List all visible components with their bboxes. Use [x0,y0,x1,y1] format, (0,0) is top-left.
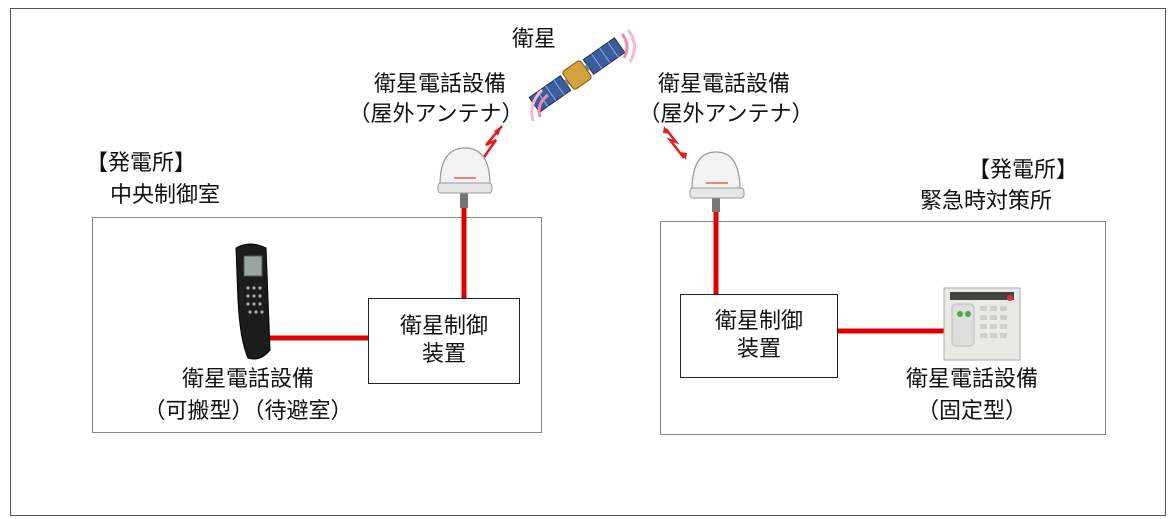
left-satellite-controller: 衛星制御 装置 [368,298,520,384]
right-antenna-label: 衛星電話設備 [657,72,790,97]
signal-zigzag-icon [665,128,685,159]
satellite-wave-icon [530,88,544,122]
satellite-wave-icon [626,29,636,63]
right-site-label: 【発電所】 [968,158,1079,183]
right-antenna-sublabel: （屋外アンテナ） [638,102,814,127]
antenna-icon [437,147,493,208]
left-controller-label-1: 衛星制御 [399,314,488,339]
fixed-phone-sublabel: （固定型） [916,399,1027,424]
portable-phone-label: 衛星電話設備 [181,367,314,392]
left-antenna-sublabel: （屋外アンテナ） [348,102,524,127]
satellite-wave-icon [537,93,549,118]
left-site-label: 【発電所】 [86,151,197,176]
left-controller-label-2: 装置 [421,342,466,367]
antenna-icon [689,151,745,212]
right-room-label: 緊急時対策所 [920,189,1053,214]
satellite-label: 衛星 [512,27,557,52]
signal-zigzag-icon [482,125,503,158]
fixed-phone-label: 衛星電話設備 [905,367,1038,392]
satellite-wave-icon [620,33,629,59]
portable-phone-sublabel: （可搬型）（待避室） [143,399,353,424]
right-controller-label-2: 装置 [736,337,781,362]
outer-frame [10,8,1166,516]
handset-phone-icon [235,243,271,360]
left-room-label: 中央制御室 [110,183,221,208]
central-control-room-box [92,217,542,433]
right-satellite-controller: 衛星制御 装置 [680,294,838,378]
fixed-phone-icon [943,287,1021,361]
left-antenna-label: 衛星電話設備 [373,72,506,97]
emergency-response-room-box [660,221,1106,435]
right-controller-label-1: 衛星制御 [714,309,803,334]
